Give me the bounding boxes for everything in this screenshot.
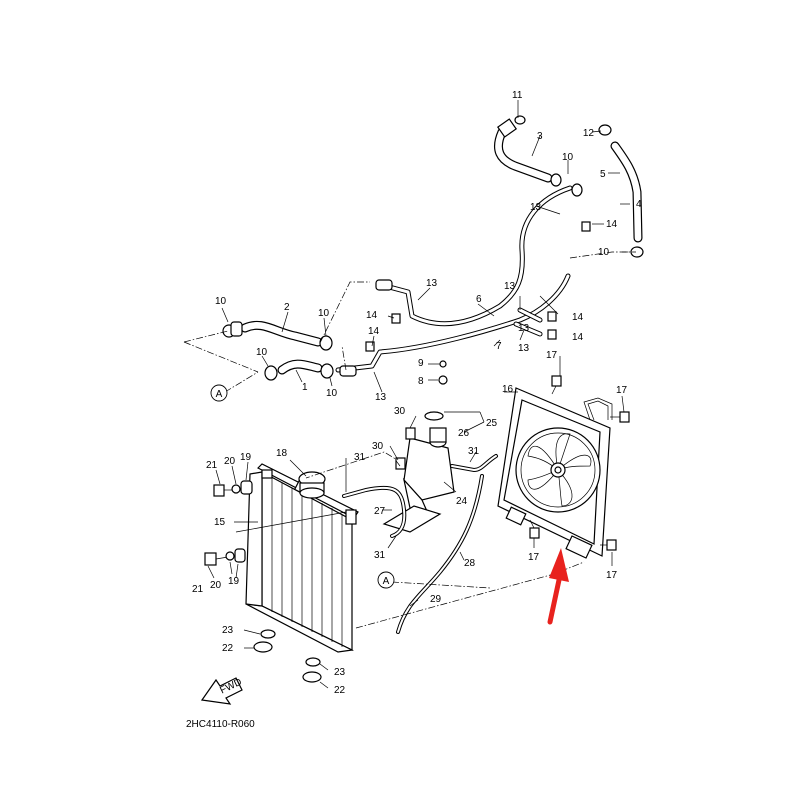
label-17: 17 bbox=[528, 552, 540, 563]
label-24: 24 bbox=[456, 496, 468, 507]
label-19: 19 bbox=[240, 452, 252, 463]
label-29: 29 bbox=[430, 594, 442, 605]
label-3: 3 bbox=[537, 131, 543, 142]
radiator bbox=[245, 463, 359, 653]
label-10: 10 bbox=[215, 296, 227, 307]
fan-bolts bbox=[529, 375, 630, 551]
label-19: 19 bbox=[228, 576, 240, 587]
hose-1 bbox=[277, 359, 323, 375]
pipe-7 bbox=[335, 273, 571, 373]
label-22: 22 bbox=[222, 643, 234, 654]
breather-tube-28 bbox=[396, 474, 484, 634]
label-28: 28 bbox=[464, 558, 476, 569]
label-31: 31 bbox=[354, 452, 366, 463]
label-30: 30 bbox=[394, 406, 406, 417]
breather-tube-top bbox=[450, 454, 498, 473]
hose-2 bbox=[240, 320, 323, 347]
label-26: 26 bbox=[458, 428, 470, 439]
label-31: 31 bbox=[468, 446, 480, 457]
label-12: 12 bbox=[583, 128, 595, 139]
label-21: 21 bbox=[206, 460, 218, 471]
label-20: 20 bbox=[224, 456, 236, 467]
label-22: 22 bbox=[334, 685, 346, 696]
label-8: 8 bbox=[418, 376, 424, 387]
label-11: 11 bbox=[512, 90, 523, 101]
label-31: 31 bbox=[374, 550, 386, 561]
label-18: 18 bbox=[276, 448, 288, 459]
part-labels: 11 3 12 10 5 4 13 14 10 13 13 10 2 10 14… bbox=[192, 90, 642, 696]
label-10: 10 bbox=[318, 308, 330, 319]
label-17: 17 bbox=[606, 570, 618, 581]
label-13: 13 bbox=[518, 343, 530, 354]
label-5: 5 bbox=[600, 169, 606, 180]
label-13: 13 bbox=[518, 323, 530, 334]
cooling-fan-assembly bbox=[497, 387, 613, 559]
fwd-direction-arrow: FWD bbox=[200, 677, 244, 705]
label-1: 1 bbox=[302, 382, 308, 393]
label-25: 25 bbox=[486, 418, 498, 429]
label-2: 2 bbox=[284, 302, 290, 313]
label-17: 17 bbox=[616, 385, 628, 396]
hose-clamps bbox=[222, 115, 644, 381]
label-20: 20 bbox=[210, 580, 222, 591]
label-4: 4 bbox=[636, 199, 642, 210]
label-7: 7 bbox=[496, 341, 502, 352]
label-13: 13 bbox=[375, 392, 387, 403]
svg-text:A: A bbox=[216, 389, 223, 400]
label-14: 14 bbox=[606, 219, 618, 230]
label-13: 13 bbox=[504, 281, 516, 292]
label-15: 15 bbox=[214, 517, 226, 528]
radiator-mount-left bbox=[253, 629, 276, 653]
diagram-code: 2HC4110-R060 bbox=[186, 719, 255, 730]
label-17: 17 bbox=[546, 350, 558, 361]
pipe-bolts bbox=[365, 221, 591, 385]
reservoir-tank bbox=[382, 411, 455, 533]
label-13: 13 bbox=[530, 202, 542, 213]
ref-marker-a-lower: A bbox=[377, 571, 395, 589]
label-23: 23 bbox=[222, 625, 234, 636]
label-10: 10 bbox=[598, 247, 610, 258]
label-30: 30 bbox=[372, 441, 384, 452]
label-23: 23 bbox=[334, 667, 346, 678]
reservoir-bolts bbox=[395, 427, 416, 470]
hose-3 bbox=[494, 118, 553, 183]
svg-text:A: A bbox=[383, 576, 390, 587]
radiator-mount-right bbox=[302, 657, 322, 683]
label-13: 13 bbox=[426, 278, 438, 289]
radiator-bolt-upper bbox=[213, 480, 253, 497]
label-6: 6 bbox=[476, 294, 482, 305]
label-21: 21 bbox=[192, 584, 204, 595]
label-9: 9 bbox=[418, 358, 424, 369]
red-pointer-arrow bbox=[547, 548, 569, 625]
label-10: 10 bbox=[326, 388, 338, 399]
pipe-6 bbox=[375, 185, 573, 327]
label-14: 14 bbox=[572, 312, 584, 323]
label-14: 14 bbox=[368, 326, 380, 337]
label-14: 14 bbox=[366, 310, 378, 321]
label-10: 10 bbox=[256, 347, 268, 358]
label-16: 16 bbox=[502, 384, 514, 395]
label-14: 14 bbox=[572, 332, 584, 343]
hose-4 bbox=[610, 141, 643, 243]
label-10: 10 bbox=[562, 152, 574, 163]
label-27: 27 bbox=[374, 506, 386, 517]
pipe-joiner bbox=[513, 307, 543, 337]
radiator-bolt-lower bbox=[204, 548, 246, 566]
ref-marker-a-upper: A bbox=[210, 384, 228, 402]
breather-tube-27 bbox=[342, 485, 407, 538]
